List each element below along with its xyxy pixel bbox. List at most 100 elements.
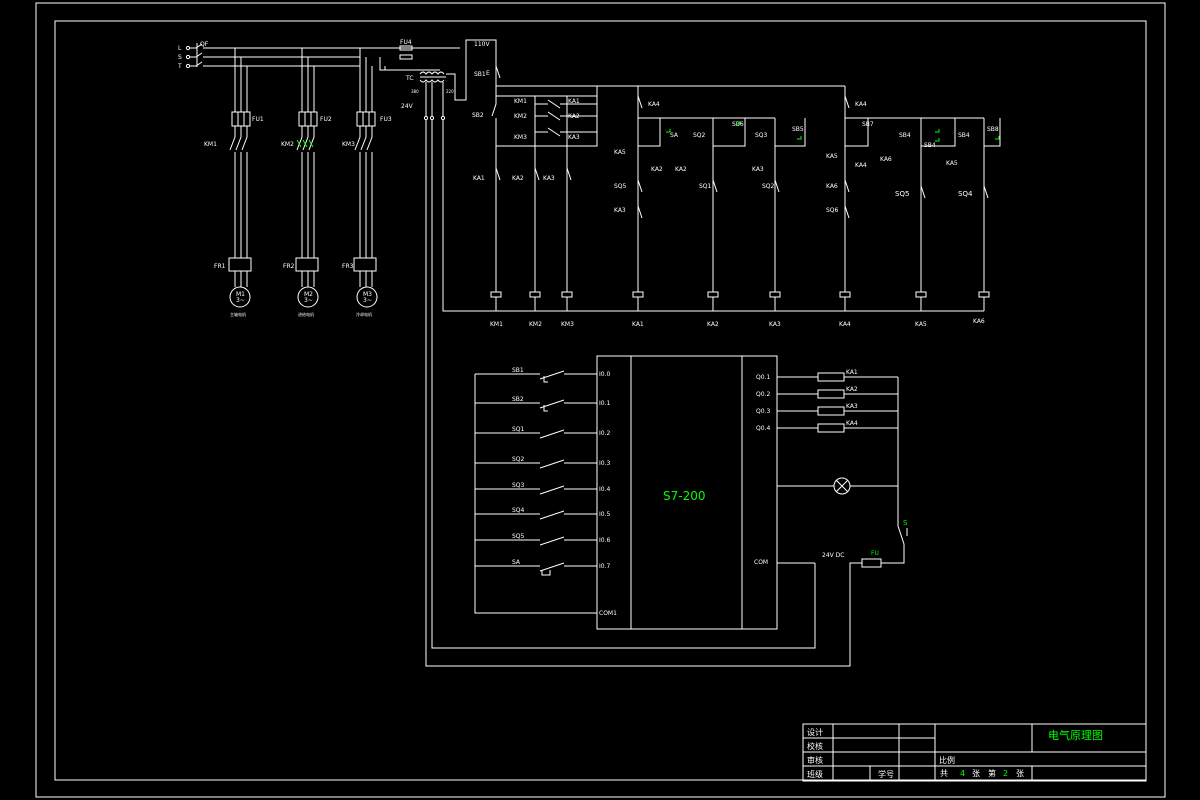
group2-label-8: SQ4 (958, 190, 973, 198)
group1-label-6: SQ5 (614, 183, 627, 190)
plc-input-port-7: I0.7 (599, 563, 610, 570)
coil-label-6: KA4 (839, 321, 851, 328)
plc-input-device-0: SB1 (512, 367, 524, 374)
group2-label-5: KA5 (946, 160, 958, 167)
group2-label-1: SB4 (924, 142, 936, 149)
coil-label-7: KA5 (915, 321, 927, 328)
ka-contact-label-1: KA1 (568, 98, 580, 105)
plc-inputs: SB1 I0.0 SB2 I0.1 SQ1 I0.2 SQ2 I0.3 SQ3 … (475, 367, 617, 617)
km-contact-label-1: KM1 (514, 98, 527, 105)
group2-label-7: SQ5 (895, 190, 909, 198)
motor-sub-3: 3~ (363, 297, 372, 304)
motor-sub-1: 3~ (236, 297, 245, 304)
control-voltage-label: 110V (474, 41, 490, 48)
thermal-label-1: FR1 (214, 263, 226, 270)
group1-label-5: KA3 (752, 166, 764, 173)
control-circuit: SB1 E SB2 KM1 KM2 KM3 KA1 KA2 KA3 KA1 KA… (472, 65, 1001, 328)
phase-label-0: L (178, 45, 182, 52)
power-circuit: L S T QF FU1 KM1 FR1 M1 3~ 主轴电机 FU2 (177, 41, 460, 317)
plc-fuse-label: FU (871, 550, 879, 557)
transformer-label: TC (405, 75, 414, 82)
plc-model: S7-200 (663, 489, 706, 503)
motor-branch-1: FU1 KM1 FR1 M1 3~ 主轴电机 (204, 48, 264, 317)
fuse-label-3: FU3 (380, 116, 392, 123)
plc-input-device-3: SQ2 (512, 456, 525, 463)
sheet-total-suffix: 张 (972, 769, 980, 778)
plc-input-common: COM1 (599, 610, 617, 617)
motor-label-1: M1 (236, 291, 245, 298)
plc-input-device-5: SQ4 (512, 507, 525, 514)
ka-contact-label-3: KA3 (568, 134, 580, 141)
sheet-page-prefix: 第 (988, 768, 996, 778)
title-block: 设计 校核 审核 班级 学号 电气原理图 比例 共 4 张 第 2 张 (802, 723, 1147, 782)
coil-contact-label-3: KA3 (543, 175, 555, 182)
plc-input-port-4: I0.4 (599, 486, 610, 493)
control-fuse-label: FU4 (400, 39, 412, 46)
group2-label-3: KA4 (855, 162, 867, 169)
sb-upper-label-3: SB8 (987, 126, 999, 133)
group2-label-2: SB4 (958, 132, 970, 139)
group2-label-0: SB4 (899, 132, 911, 139)
plc-input-device-4: SQ3 (512, 482, 525, 489)
start-button-label: SB2 (472, 112, 484, 119)
stop-button-mark: E (486, 70, 490, 77)
coil-row: KM1 KM2 KM3 KA1 KA2 KA3 KA4 KA5 KA6 (490, 291, 990, 328)
phase-label-2: T (177, 63, 182, 70)
group1-label-0: SA (670, 132, 679, 139)
motor-label-2: M2 (304, 291, 313, 298)
plc-output-common: COM (754, 559, 768, 566)
group2-label-9: KA6 (826, 183, 838, 190)
km-contact-label-2: KM2 (514, 113, 527, 120)
lamp-icon (833, 477, 851, 495)
motor-branch-2: FU2 KM2 FR2 M2 3~ 进给电机 (281, 48, 332, 317)
tc-tap-label-1: 380 (411, 89, 419, 94)
ka5-group1-label: KA5 (614, 149, 626, 156)
thermal-label-3: FR3 (342, 263, 354, 270)
group1-label-9: KA3 (614, 207, 626, 214)
ka5-group2-label: KA5 (826, 153, 838, 160)
motor-label-3: M3 (363, 291, 372, 298)
sheet-info: 共 4 张 第 2 张 (940, 768, 1024, 778)
ka4-group2-label: KA4 (855, 101, 867, 108)
plc-input-device-6: SQ5 (512, 533, 525, 540)
plc-input-port-2: I0.2 (599, 430, 610, 437)
coil-label-3: KA1 (632, 321, 644, 328)
coil-contact-label-1: KA1 (473, 175, 485, 182)
sheet-page-suffix: 张 (1016, 769, 1024, 778)
sb-upper-label-2: SB7 (862, 121, 874, 128)
coil-label-5: KA3 (769, 321, 781, 328)
plc-outputs: Q0.1 Q0.2 Q0.3 Q0.4 KA1 KA2 KA3 KA4 S FU… (754, 369, 908, 568)
plc-output-port-1: Q0.2 (756, 391, 770, 398)
coil-label-0: KM1 (490, 321, 503, 328)
out-24v-label: 24V (401, 103, 414, 110)
scale-label: 比例 (939, 755, 955, 765)
plc-input-port-1: I0.1 (599, 400, 610, 407)
group2-label-4: KA6 (880, 156, 892, 163)
stop-button-label: SB1 (474, 71, 486, 78)
coil-contact-label-2: KA2 (512, 175, 524, 182)
tc-tap-label-2: 220 (446, 89, 454, 94)
motor-branch-3: FU3 KM3 FR3 M3 3~ 冷却电机 (342, 48, 392, 317)
coil-label-1: KM2 (529, 321, 542, 328)
control-supply: FU4 TC 110V 24V 380 220 (379, 39, 984, 667)
group1-label-1: SQ2 (693, 132, 706, 139)
plc-input-device-1: SB2 (512, 396, 524, 403)
plc-input-port-3: I0.3 (599, 460, 610, 467)
plc-output-port-2: Q0.3 (756, 408, 770, 415)
main-switch-label: QF (200, 41, 209, 48)
plc-input-port-6: I0.6 (599, 537, 610, 544)
motor-caption-2: 进给电机 (298, 311, 314, 317)
group1-label-2: SQ3 (755, 132, 768, 139)
title-row-0: 设计 (807, 727, 823, 737)
coil-label-2: KM3 (561, 321, 574, 328)
group2-label-6: SQ6 (826, 207, 839, 214)
coil-label-8: KA6 (973, 318, 985, 325)
fuse-label-2: FU2 (320, 116, 332, 123)
title-row-3: 班级 (807, 769, 823, 779)
plc-input-device-7: SA (512, 559, 521, 566)
coil-label-4: KA2 (707, 321, 719, 328)
motor-caption-3: 冷却电机 (356, 311, 372, 317)
contactor-label-1: KM1 (204, 141, 217, 148)
plc-input-port-5: I0.5 (599, 511, 610, 518)
